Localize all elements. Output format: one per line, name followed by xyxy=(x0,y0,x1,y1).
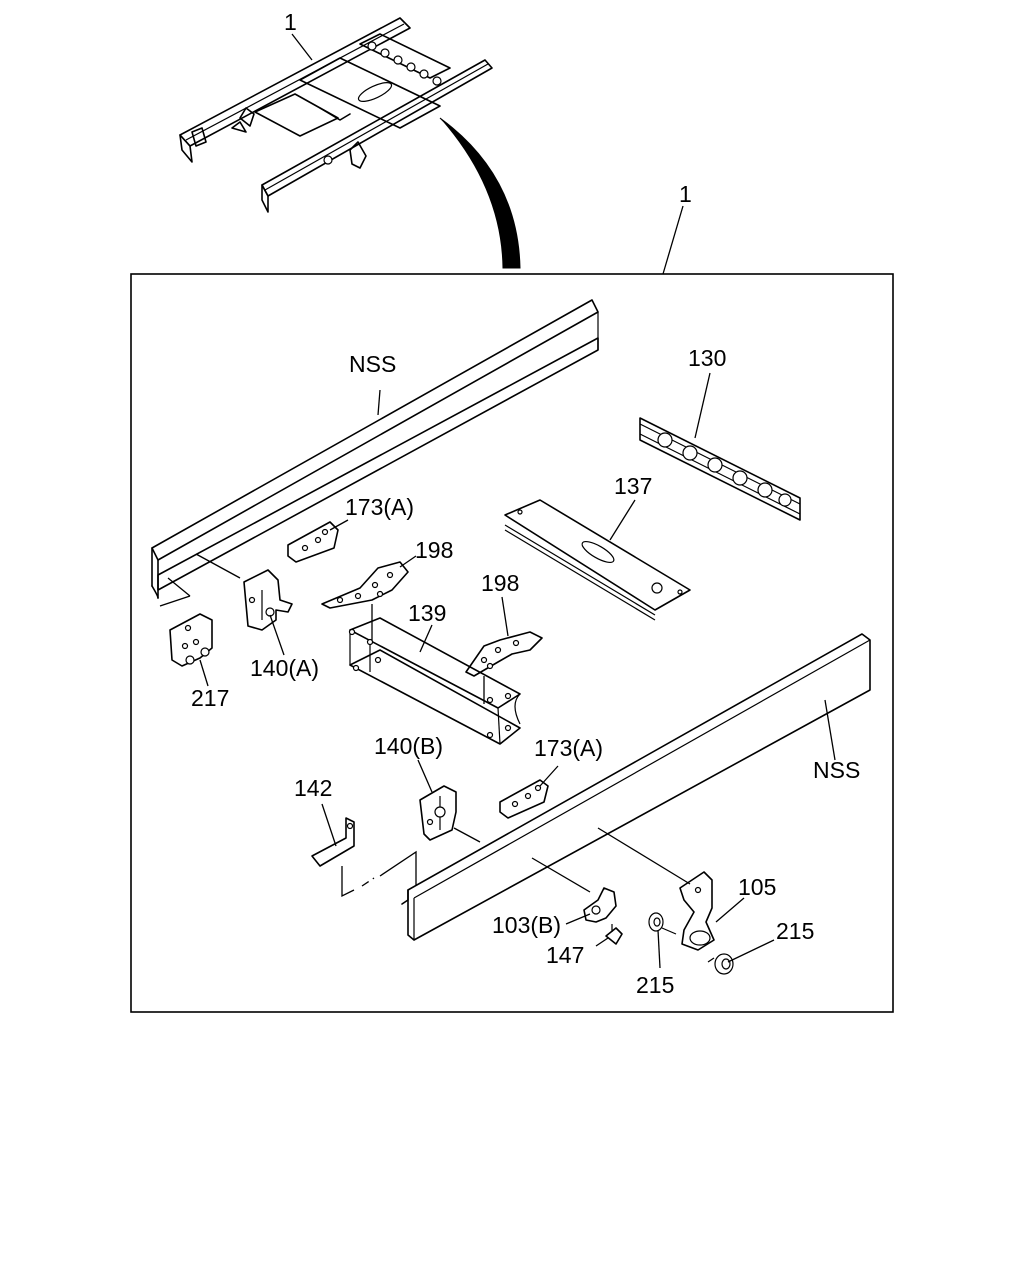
part-140a xyxy=(243,569,293,631)
label-140a: 140(A) xyxy=(250,655,319,681)
label-frame-1: 1 xyxy=(679,181,692,207)
label-173a-bottom: 173(A) xyxy=(534,735,603,761)
part-198-upper xyxy=(321,561,409,609)
label-140b: 140(B) xyxy=(374,733,443,759)
part-173a-bottom xyxy=(499,779,549,819)
part-173a-top xyxy=(287,521,339,563)
part-103b xyxy=(583,887,617,923)
nss-right-rail xyxy=(401,633,871,941)
nss-left-rail xyxy=(151,299,599,599)
part-217 xyxy=(169,613,213,667)
part-130 xyxy=(639,417,801,521)
label-137: 137 xyxy=(614,473,652,499)
label-198-middle: 198 xyxy=(481,570,519,596)
label-142: 142 xyxy=(294,775,332,801)
label-nss-left: NSS xyxy=(349,351,396,377)
label-147: 147 xyxy=(546,942,584,968)
label-198-upper: 198 xyxy=(415,537,453,563)
label-103b: 103(B) xyxy=(492,912,561,938)
label-overview-1: 1 xyxy=(284,9,297,35)
part-147 xyxy=(605,924,623,945)
part-142 xyxy=(311,817,355,867)
detail-frame-box xyxy=(130,273,894,1013)
label-139: 139 xyxy=(408,600,446,626)
label-215-right: 215 xyxy=(776,918,814,944)
part-105 xyxy=(679,871,715,951)
label-173a-top: 173(A) xyxy=(345,494,414,520)
part-137 xyxy=(504,499,691,621)
label-105: 105 xyxy=(738,874,776,900)
part-140b xyxy=(419,785,457,841)
label-nss-right: NSS xyxy=(813,757,860,783)
overview-frame-assembly xyxy=(179,17,493,213)
part-215-bottom xyxy=(648,912,677,935)
label-130: 130 xyxy=(688,345,726,371)
part-215-right xyxy=(707,953,734,975)
part-139 xyxy=(348,617,521,745)
part-198-middle xyxy=(465,631,543,677)
label-217: 217 xyxy=(191,685,229,711)
label-215-bottom: 215 xyxy=(636,972,674,998)
assembly-arrow xyxy=(439,117,521,269)
